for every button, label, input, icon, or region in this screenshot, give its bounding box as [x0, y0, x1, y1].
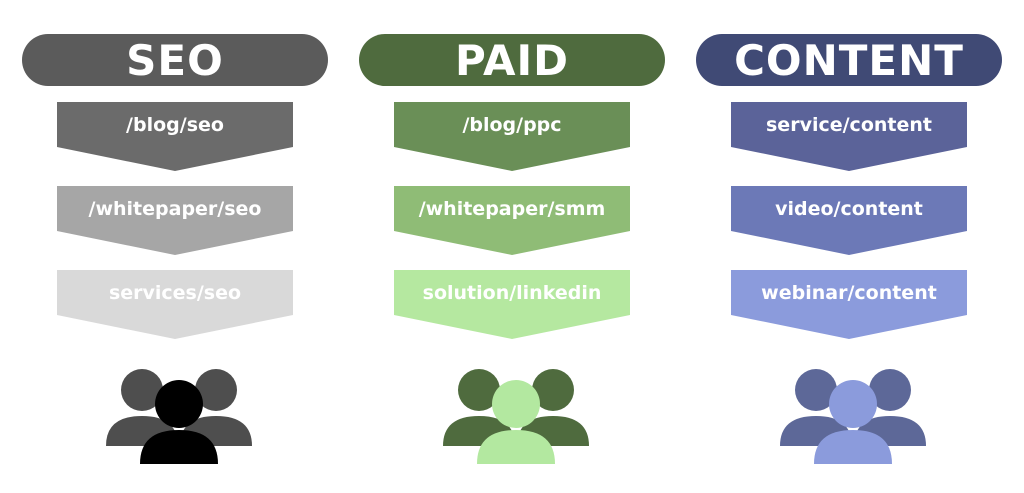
funnel-step-label: /blog/ppc [462, 113, 562, 136]
chevron-arrow-icon [731, 102, 967, 171]
column-paid: PAID /blog/ppc /whitepaper/smm solution/… [359, 0, 665, 493]
column-header-paid: PAID [359, 34, 665, 86]
funnel-step-label: services/seo [108, 281, 242, 304]
funnel-step-label: service/content [766, 113, 932, 136]
chevron-arrow-icon [57, 102, 293, 171]
funnel-step: /whitepaper/seo [57, 186, 293, 255]
funnel-step-label: webinar/content [761, 281, 937, 304]
funnel-step-label: /whitepaper/seo [88, 197, 262, 220]
funnel-step-label: solution/linkedin [422, 281, 602, 304]
funnel-step: webinar/content [731, 270, 967, 339]
funnel-step: /blog/ppc [394, 102, 630, 171]
column-content: CONTENT service/content video/content we… [696, 0, 1002, 493]
chevron-arrow-icon [394, 102, 630, 171]
front-person [477, 380, 555, 464]
funnel-step-label: /blog/seo [126, 113, 224, 136]
funnel-step: service/content [731, 102, 967, 171]
funnel-step-label: video/content [775, 197, 923, 220]
funnel-step: /whitepaper/smm [394, 186, 630, 255]
audience-group-icon [441, 366, 591, 466]
audience-group-icon [104, 366, 254, 466]
funnel-step: /blog/seo [57, 102, 293, 171]
column-header-content: CONTENT [696, 34, 1002, 86]
column-header-seo: SEO [22, 34, 328, 86]
audience-group-icon [778, 366, 928, 466]
funnel-step: services/seo [57, 270, 293, 339]
chevron-arrow-icon [57, 186, 293, 255]
funnel-step-label: /whitepaper/smm [418, 197, 606, 220]
chevron-arrow-icon [394, 186, 630, 255]
funnel-step: solution/linkedin [394, 270, 630, 339]
chevron-arrow-icon [731, 270, 967, 339]
funnel-step: video/content [731, 186, 967, 255]
chevron-arrow-icon [394, 270, 630, 339]
column-seo: SEO /blog/seo /whitepaper/seo services/s… [22, 0, 328, 493]
front-person [140, 380, 218, 464]
front-person [814, 380, 892, 464]
chevron-arrow-icon [731, 186, 967, 255]
chevron-arrow-icon [57, 270, 293, 339]
